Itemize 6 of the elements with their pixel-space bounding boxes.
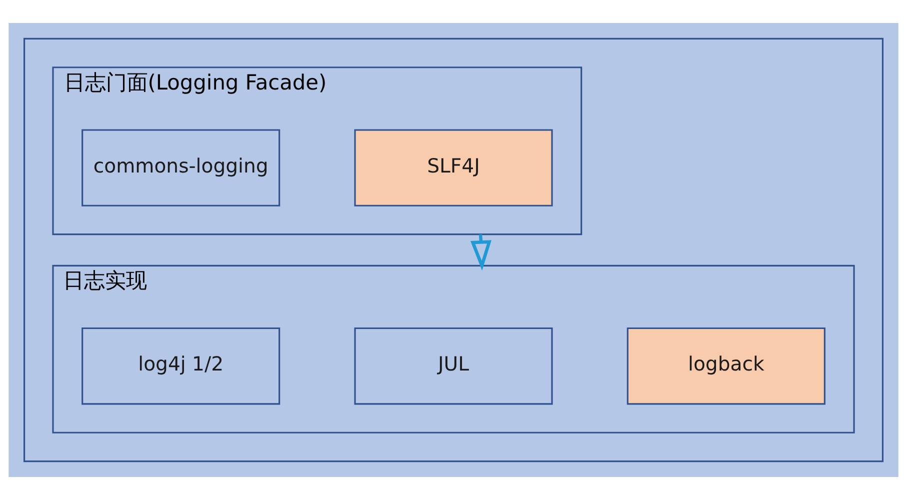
node-box: JUL [354,328,553,405]
node-box: logback [626,328,826,405]
node-box: commons-logging [82,129,280,206]
node-box: SLF4J [354,129,553,206]
cluster [24,38,884,462]
node-box: log4j 1/2 [82,328,280,405]
